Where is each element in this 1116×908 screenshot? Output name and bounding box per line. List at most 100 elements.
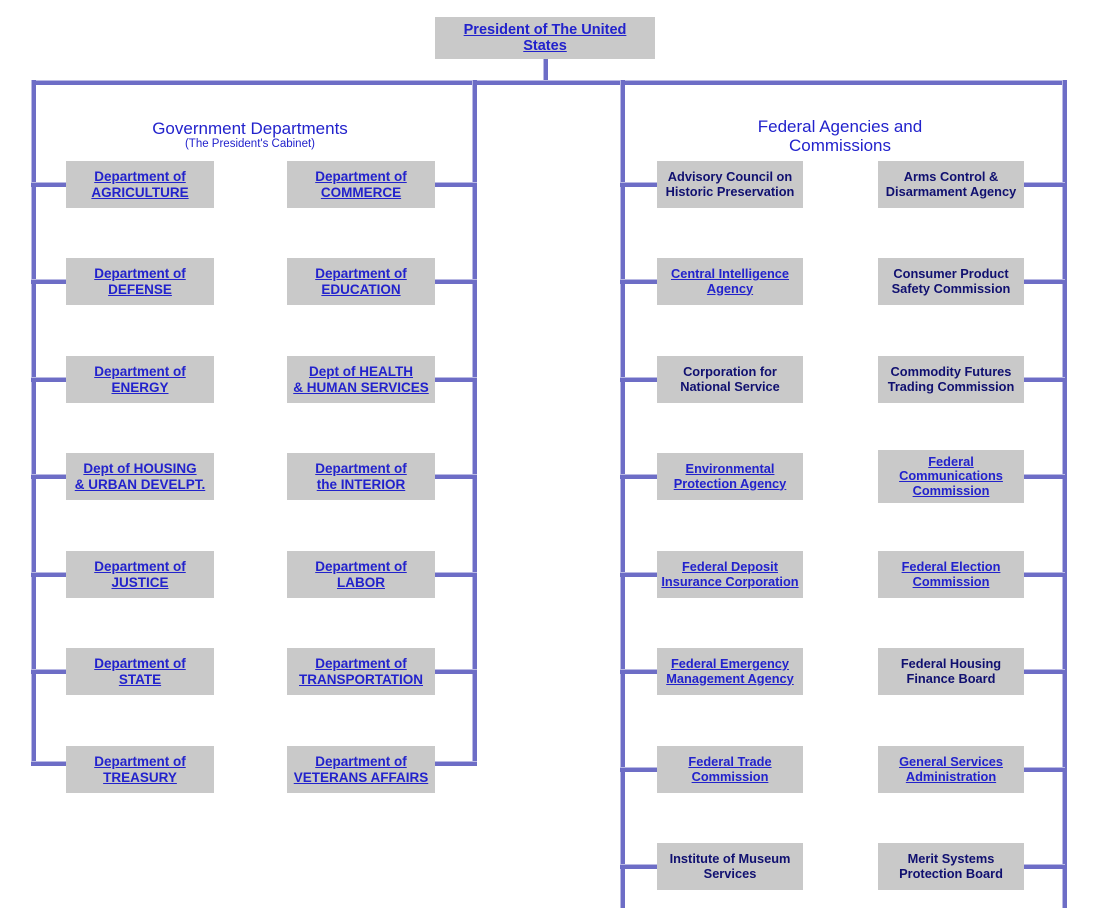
connector-stub	[1023, 279, 1065, 284]
connector-stub	[620, 572, 659, 577]
connector-stub	[1023, 474, 1065, 479]
connector-stub	[434, 669, 477, 674]
connector-stub	[434, 572, 477, 577]
connector-stub	[1023, 767, 1065, 772]
connector-stub	[620, 377, 659, 382]
connector-root-stem	[543, 59, 548, 81]
connector-bus-departments-left	[31, 80, 36, 766]
connector-stub	[1023, 182, 1065, 187]
connector-stub	[620, 864, 659, 869]
connector-stub	[620, 767, 659, 772]
node-label: Dept of HOUSING& URBAN DEVELPT.	[74, 461, 206, 492]
connector-stub	[1023, 864, 1065, 869]
connector-stub	[434, 377, 477, 382]
connector-stub	[434, 474, 477, 479]
group-subtitle-presidents-cabinet: (The President's Cabinet)	[184, 138, 316, 150]
connector-stub	[31, 377, 68, 382]
connector-stub	[1023, 572, 1065, 577]
connector-stub	[31, 474, 68, 479]
connector-stub	[434, 182, 477, 187]
connector-stub	[620, 182, 659, 187]
connector-stub	[1023, 669, 1065, 674]
connector-elbow-departments-left	[31, 761, 71, 766]
connector-bus-departments-right	[472, 80, 477, 766]
connector-elbow-departments-right	[434, 761, 477, 766]
connector-stub	[434, 279, 477, 284]
node-arms-control-and-disarmament-agency[interactable]: Arms Control &Disarmament Agency	[878, 161, 1024, 208]
connector-stub	[31, 572, 68, 577]
connector-stub	[1023, 377, 1065, 382]
node-label: Arms Control &Disarmament Agency	[885, 169, 1017, 199]
connector-stub	[31, 669, 68, 674]
connector-bus-agencies-left	[620, 80, 625, 908]
connector-stub	[620, 474, 659, 479]
connector-stub	[31, 182, 68, 187]
node-dept-of-health-and-human-services[interactable]: Dept of HEALTH& HUMAN SERVICES	[287, 356, 435, 403]
connector-main-rail	[31, 80, 1067, 85]
node-dept-of-housing-and-urban-development[interactable]: Dept of HOUSING& URBAN DEVELPT.	[66, 453, 214, 500]
node-label: Dept of HEALTH& HUMAN SERVICES	[293, 364, 429, 395]
connector-stub	[620, 279, 659, 284]
connector-stub	[620, 669, 659, 674]
group-title-government-departments: Government Departments	[152, 119, 348, 138]
